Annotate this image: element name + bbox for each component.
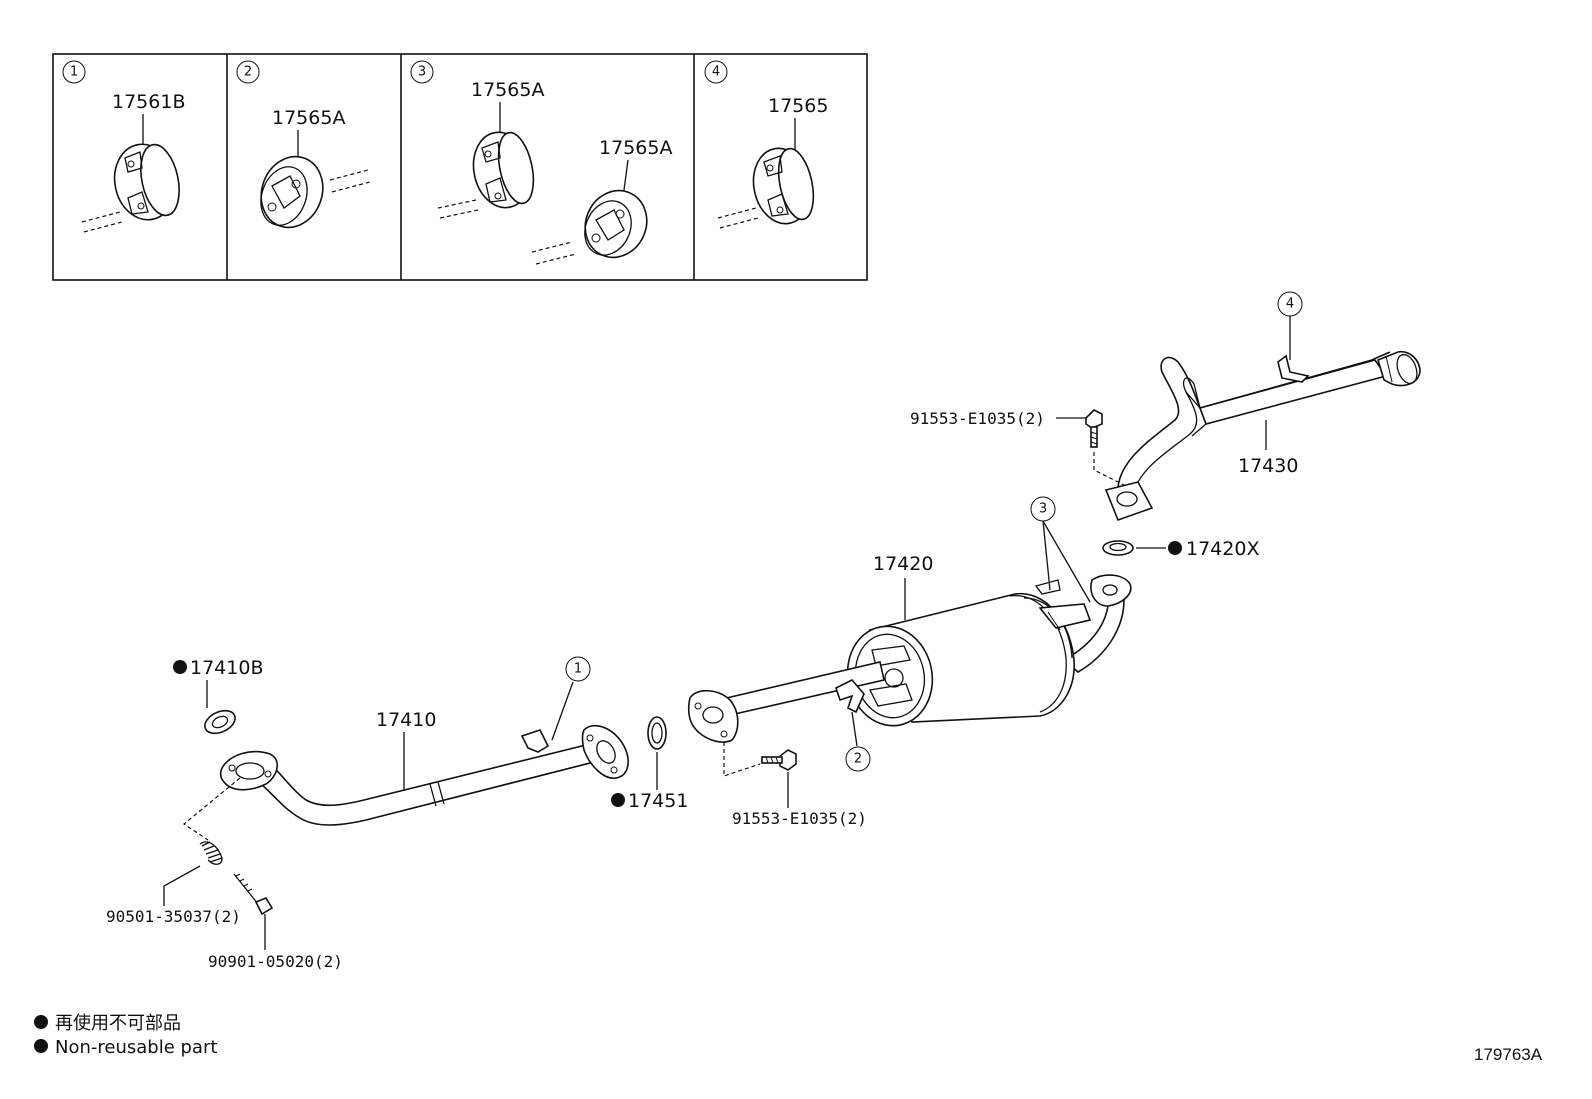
- inset-1-number: 1: [70, 65, 78, 80]
- inset-3-part-label-a: 17565A: [471, 79, 544, 101]
- label-17451-group: 17451: [611, 790, 688, 812]
- tail-pipe-assembly-17430: [1104, 350, 1421, 522]
- svg-text:4: 4: [1286, 297, 1294, 312]
- muffler-assembly-17420: [687, 574, 1132, 743]
- hanger-inset-table: 1 17561B 2 17565A: [52, 53, 868, 281]
- callout-4: 4: [1277, 291, 1303, 317]
- label-17410B: 17410B: [190, 657, 263, 679]
- bolt-91553-bottom: [761, 749, 797, 771]
- label-90901: 90901-05020(2): [208, 952, 343, 971]
- label-91553-bottom: 91553-E1035(2): [732, 809, 867, 828]
- svg-text:1: 1: [574, 662, 582, 677]
- inset-3-part-label-b: 17565A: [599, 137, 672, 159]
- inset-cell-2: 2 17565A: [236, 60, 371, 229]
- spring-90501-35037: [199, 841, 223, 865]
- callout-2: 2: [845, 746, 871, 772]
- label-91553-top: 91553-E1035(2): [910, 409, 1045, 428]
- bolt-91553-top: [1085, 409, 1103, 448]
- inset-cell-3: 3 17565A 17565A: [410, 60, 672, 265]
- hanger-rubber-17565A: [260, 155, 324, 229]
- bolt-90901-05020: [233, 873, 274, 916]
- label-90501: 90501-35037(2): [106, 907, 241, 926]
- hanger-rubber-17565A-b: [584, 189, 648, 259]
- svg-text:2: 2: [854, 752, 862, 767]
- inset-cell-1: 1 17561B: [62, 60, 185, 233]
- label-17430: 17430: [1238, 455, 1298, 477]
- hanger-rubber-17561B: [113, 143, 180, 221]
- figure-code: 179763A: [1474, 1045, 1543, 1064]
- gasket-17451: [647, 716, 667, 750]
- legend-japanese: 再使用不可部品: [55, 1013, 181, 1034]
- callout-3: 3: [1030, 496, 1056, 522]
- inset-4-number: 4: [712, 65, 720, 80]
- inset-2-number: 2: [244, 65, 252, 80]
- label-17420: 17420: [873, 553, 933, 575]
- gasket-17410B: [204, 709, 236, 735]
- gasket-17420X: [1102, 540, 1134, 556]
- legend-english: Non-reusable part: [55, 1037, 217, 1058]
- inset-cell-4: 4 17565: [704, 60, 828, 229]
- label-17420X: 17420X: [1186, 538, 1259, 560]
- legend: 再使用不可部品 Non-reusable part: [34, 1013, 217, 1058]
- label-17410: 17410: [376, 709, 436, 731]
- label-17420X-group: 17420X: [1168, 538, 1259, 560]
- hanger-rubber-17565A-a: [472, 131, 535, 209]
- inset-1-part-label: 17561B: [112, 91, 185, 113]
- front-pipe-assembly-17410: [219, 724, 629, 826]
- inset-3-number: 3: [418, 65, 426, 80]
- inset-4-part-label: 17565: [768, 95, 828, 117]
- svg-text:3: 3: [1039, 502, 1047, 517]
- leader-lines: [163, 316, 1291, 950]
- label-17410B-group: 17410B: [173, 657, 263, 679]
- label-17451: 17451: [628, 790, 688, 812]
- callout-1: 1: [565, 656, 591, 682]
- inset-2-part-label: 17565A: [272, 107, 345, 129]
- hanger-rubber-17565: [752, 147, 815, 225]
